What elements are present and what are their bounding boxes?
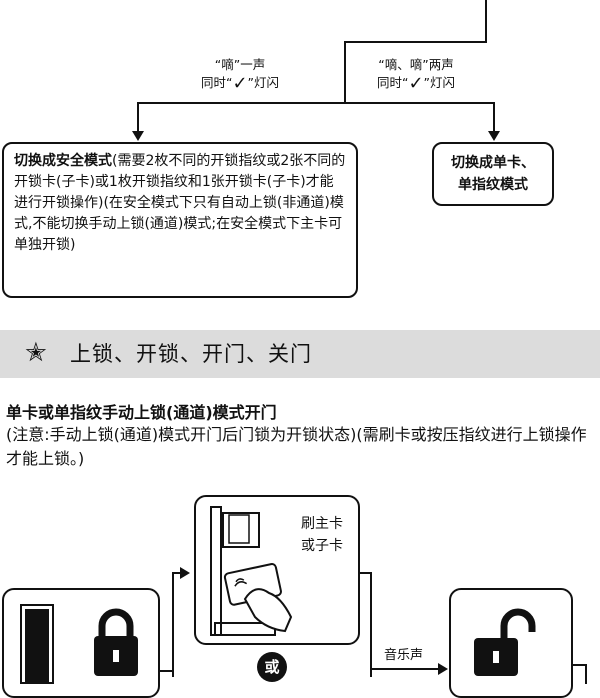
connector-up [172,572,174,677]
check-icon: ✓ [232,73,248,94]
notice-paragraph: (注意:手动上锁(通道)模式开门后门锁为开锁状态)(需刷卡或按压指纹进行上锁操作… [6,425,587,468]
note-two-beeps: “嘀、嘀”两声 同时“✓”灯闪 [352,56,480,93]
flow-line-horizontal [137,102,495,104]
single-mode-line2: 单指纹模式 [458,177,528,193]
card-step-line1: 刷主卡 [301,516,343,532]
card-step-line2: 或子卡 [301,538,343,554]
note-one-beep-line2: 同时“✓”灯闪 [170,74,310,93]
note-two-beeps-line2: 同时“✓”灯闪 [352,74,480,93]
flow-line-top-branch [344,41,487,43]
flow-line-top [485,0,487,42]
connector-mid-v [370,572,372,677]
connector-right-exit [573,664,587,666]
connector-mid-h [360,572,372,574]
card-step-label: 刷主卡 或子卡 [292,513,352,557]
padlock-closed-icon [94,608,138,676]
arrow-right-down [488,131,500,141]
flow-line-right-down [493,102,495,132]
sub-heading: 单卡或单指纹手动上锁(通道)模式开门 [6,403,277,422]
connector-mid-h2 [370,668,440,670]
star-icon: ✭ [25,338,47,368]
flow-line-mid-vertical [344,41,346,103]
safe-mode-box: 切换成安全模式(需要2枚不同的开锁指纹或2张不同的开锁卡(子卡)或1枚开锁指纹和… [2,142,358,298]
music-label: 音乐声 [384,648,424,663]
note-one-beep-line1: “嘀”一声 [214,57,266,72]
hand-card-icon [210,506,293,636]
or-badge: 或 [257,652,287,682]
arrow-to-card [180,567,190,579]
note-two-beeps-line1: “嘀、嘀”两声 [378,57,454,72]
single-mode-box: 切换成单卡、 单指纹模式 [432,142,554,206]
flow-line-left-down [137,102,139,132]
connector-h1 [160,670,174,672]
section-header: ✭ 上锁、开锁、开门、关门 [0,330,600,378]
note-one-beep: “嘀”一声 同时“✓”灯闪 [170,56,310,93]
note-prefix: 同时“ [376,75,409,90]
check-icon: ✓ [408,73,424,94]
note-suffix: ”灯闪 [247,75,280,90]
connector-right-down [585,664,587,684]
note-prefix: 同时“ [200,75,233,90]
arrow-left-down [132,131,144,141]
padlock-open-icon [474,608,536,676]
safe-mode-title: 切换成安全模式 [14,153,112,169]
section-title: 上锁、开锁、开门、关门 [70,342,312,366]
door-icon [20,604,54,684]
arrow-to-unlocked [438,663,448,675]
safe-mode-description: (需要2枚不同的开锁指纹或2张不同的开锁卡(子卡)或1枚开锁指纹和1张开锁卡(子… [14,153,346,253]
single-mode-line1: 切换成单卡、 [451,155,535,171]
connector-h2 [172,572,180,574]
note-suffix: ”灯闪 [423,75,456,90]
